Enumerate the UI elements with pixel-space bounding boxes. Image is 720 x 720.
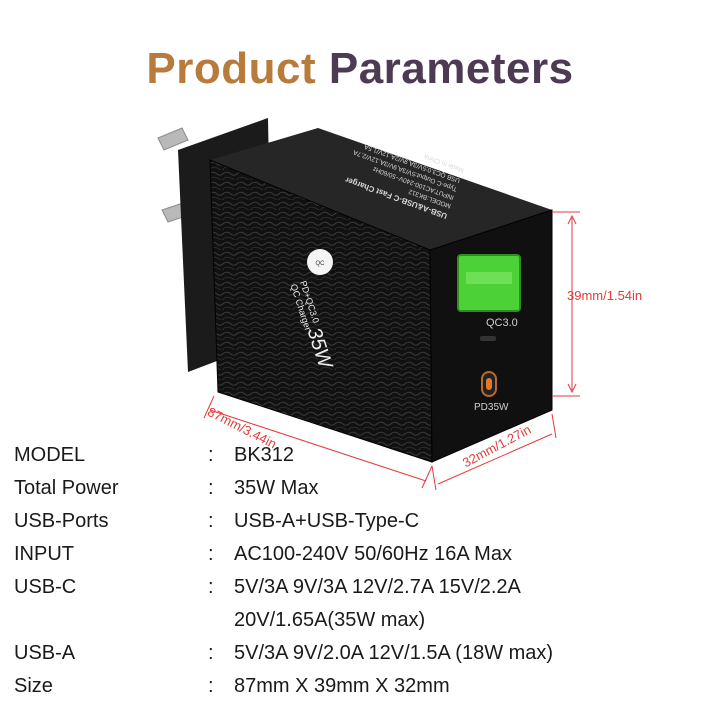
led-indicator — [480, 336, 496, 341]
spec-row-usb-a: USB-A : 5V/3A 9V/2.0A 12V/1.5A (18W max) — [14, 642, 714, 672]
spec-key: USB-C — [14, 576, 77, 598]
spec-row-usb-ports: USB-Ports : USB-A+USB-Type-C — [14, 510, 714, 540]
dimension-height-label: 39mm/1.54in — [567, 288, 643, 303]
charger-top-face — [210, 128, 552, 250]
spec-key: Size — [14, 675, 53, 697]
spec-value-continued: 20V/1.65A(35W max) — [234, 609, 426, 631]
spec-colon: : — [208, 477, 214, 499]
spec-row-total-power: Total Power : 35W Max — [14, 477, 714, 507]
usb-a-port — [457, 254, 521, 312]
pd-port-label: PD35W — [474, 402, 509, 413]
qc-port-label: QC3.0 — [486, 317, 518, 329]
spec-value: 87mm X 39mm X 32mm — [234, 675, 450, 697]
spec-value: 5V/3A 9V/3A 12V/2.7A 15V/2.2A — [234, 576, 521, 598]
spec-colon: : — [208, 642, 214, 664]
spec-row-input: INPUT : AC100-240V 50/60Hz 16A Max — [14, 543, 714, 573]
spec-key: Total Power — [14, 477, 119, 499]
spec-colon: : — [208, 675, 214, 697]
title-word-parameters: Parameters — [328, 44, 574, 93]
spec-key: MODEL — [14, 444, 86, 466]
spec-value: 5V/3A 9V/2.0A 12V/1.5A (18W max) — [234, 642, 554, 664]
charger-brand-badge: QC — [307, 249, 333, 275]
spec-colon: : — [208, 444, 214, 466]
title-word-product: Product — [146, 44, 317, 93]
spec-row-size: Size : 87mm X 39mm X 32mm — [14, 675, 714, 705]
spec-value: BK312 — [234, 444, 295, 466]
spec-row-usb-c: USB-C : 5V/3A 9V/3A 12V/2.7A 15V/2.2A 20… — [14, 576, 714, 640]
spec-colon: : — [208, 576, 214, 598]
spec-key: INPUT — [14, 543, 74, 565]
spec-value: USB-A+USB-Type-C — [234, 510, 420, 532]
spec-key: USB-A — [14, 642, 76, 664]
svg-text:QC: QC — [316, 261, 326, 267]
spec-row-model: MODEL : BK312 — [14, 444, 714, 474]
spec-colon: : — [208, 510, 214, 532]
spec-value: AC100-240V 50/60Hz 16A Max — [234, 543, 512, 565]
spec-colon: : — [208, 543, 214, 565]
usb-c-port — [481, 371, 497, 397]
spec-value: 35W Max — [234, 477, 319, 499]
page-title: Product Parameters — [0, 44, 720, 94]
spec-key: USB-Ports — [14, 510, 109, 532]
dimension-lines — [203, 211, 580, 491]
